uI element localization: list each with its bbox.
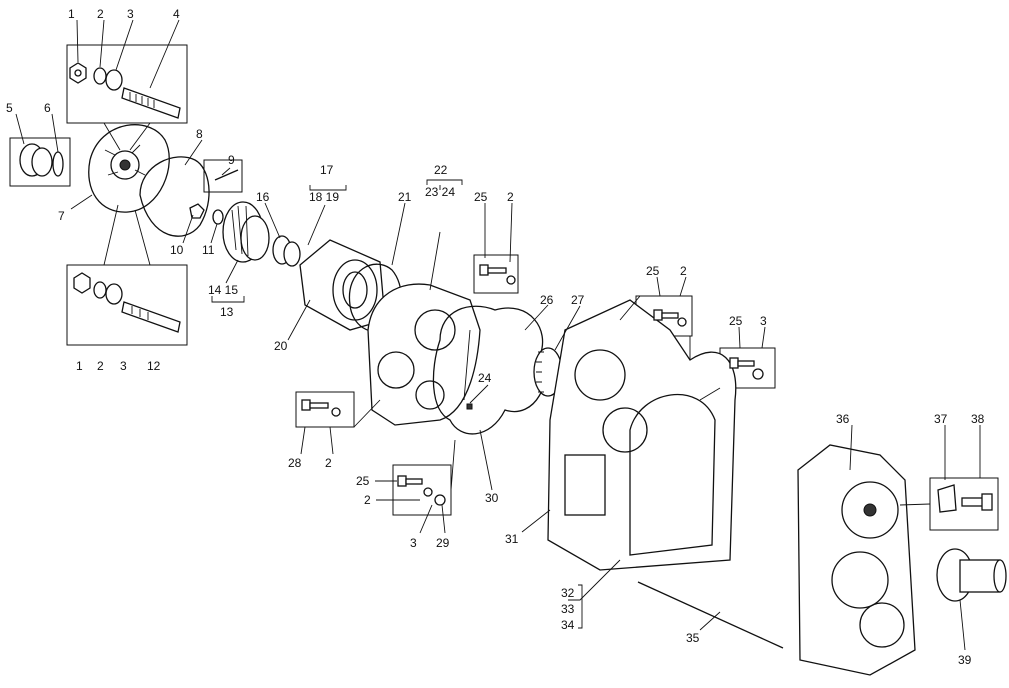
callout: 14 15 bbox=[208, 283, 238, 297]
callout: 25 bbox=[729, 314, 743, 328]
callout: 22 bbox=[434, 163, 448, 177]
pin-9 bbox=[214, 169, 239, 181]
shaft-35 bbox=[637, 581, 784, 649]
flange-39 bbox=[936, 548, 1007, 602]
callout: 26 bbox=[540, 293, 554, 307]
callout: 9 bbox=[228, 153, 235, 167]
nut-1-lower bbox=[73, 272, 91, 294]
cap-5 bbox=[19, 143, 53, 177]
callout: 31 bbox=[505, 532, 519, 546]
gear-14-15 bbox=[222, 201, 270, 263]
bolt-25-e bbox=[729, 357, 764, 380]
callout: 2 bbox=[97, 359, 104, 373]
washer-3 bbox=[105, 69, 123, 91]
callout: 12 bbox=[147, 359, 161, 373]
callout: 7 bbox=[58, 209, 65, 223]
group-box-cap bbox=[9, 137, 71, 187]
callout: 25 bbox=[646, 264, 660, 278]
pump-housing-20 bbox=[299, 239, 386, 331]
o-ring-6 bbox=[52, 151, 64, 177]
callout: 10 bbox=[170, 243, 184, 257]
callout: 16 bbox=[256, 190, 270, 204]
group-box-lower-bolts bbox=[66, 264, 188, 346]
washer-11 bbox=[212, 209, 224, 225]
callout: 18 19 bbox=[309, 190, 339, 204]
plug-24 bbox=[466, 403, 473, 410]
callout: 36 bbox=[836, 412, 850, 426]
callout: 30 bbox=[485, 491, 499, 505]
callout: 13 bbox=[220, 305, 234, 319]
group-box-bolt-b bbox=[295, 391, 355, 428]
callout: 3 bbox=[410, 536, 417, 550]
callout: 2 bbox=[364, 493, 371, 507]
callout: 17 bbox=[320, 163, 334, 177]
callout: 1 bbox=[68, 7, 75, 21]
callout: 29 bbox=[436, 536, 450, 550]
callout: 2 bbox=[680, 264, 687, 278]
callout: 38 bbox=[971, 412, 985, 426]
callout: 37 bbox=[934, 412, 948, 426]
group-box-pin bbox=[203, 159, 243, 193]
callout: 20 bbox=[274, 339, 288, 353]
callout: 2 bbox=[325, 456, 332, 470]
bolt-25-c bbox=[397, 475, 446, 506]
plate-22 bbox=[367, 283, 481, 426]
stud-12 bbox=[121, 301, 181, 333]
callout: 23 24 bbox=[425, 185, 455, 199]
bolt-28 bbox=[301, 399, 341, 417]
callout: 34 bbox=[561, 618, 575, 632]
bolt-25-d bbox=[653, 309, 687, 327]
bolt-38 bbox=[961, 493, 993, 511]
bolt-25-a bbox=[479, 264, 516, 285]
bearing-16 bbox=[272, 235, 301, 267]
nut-10 bbox=[189, 203, 205, 219]
group-box-bolt-a bbox=[473, 254, 519, 294]
washer-2 bbox=[93, 67, 107, 85]
stud-4 bbox=[121, 87, 181, 119]
callout: 25 bbox=[356, 474, 370, 488]
callout: 1 bbox=[76, 359, 83, 373]
callout: 6 bbox=[44, 101, 51, 115]
callout: 33 bbox=[561, 602, 575, 616]
callout: 2 bbox=[97, 7, 104, 21]
callout: 39 bbox=[958, 653, 972, 667]
callout: 3 bbox=[760, 314, 767, 328]
callout: 3 bbox=[120, 359, 127, 373]
gearbox-housing-36 bbox=[797, 444, 916, 676]
group-box-top-bolts bbox=[66, 44, 188, 124]
callout: 11 bbox=[202, 243, 215, 257]
callout: 32 bbox=[561, 586, 575, 600]
callout: 2 bbox=[507, 190, 514, 204]
callout: 21 bbox=[398, 190, 412, 204]
nut-1 bbox=[69, 62, 87, 84]
callout-labels: 1 2 3 4 5 6 7 8 9 10 11 14 15 13 16 17 1… bbox=[6, 7, 985, 667]
callout: 5 bbox=[6, 101, 13, 115]
callout: 4 bbox=[173, 7, 180, 21]
washer-3-lower bbox=[105, 283, 123, 305]
callout: 24 bbox=[478, 371, 492, 385]
callout: 35 bbox=[686, 631, 700, 645]
housing-31 bbox=[547, 299, 737, 571]
gasket-8 bbox=[139, 156, 210, 237]
callout: 25 bbox=[474, 190, 488, 204]
washer-2-lower bbox=[93, 281, 107, 299]
callout: 8 bbox=[196, 127, 203, 141]
bracket-37 bbox=[937, 484, 957, 513]
callout: 3 bbox=[127, 7, 134, 21]
gasket-30 bbox=[432, 305, 546, 435]
callout: 28 bbox=[288, 456, 302, 470]
pump-cover-7 bbox=[88, 124, 170, 213]
callout: 27 bbox=[571, 293, 585, 307]
